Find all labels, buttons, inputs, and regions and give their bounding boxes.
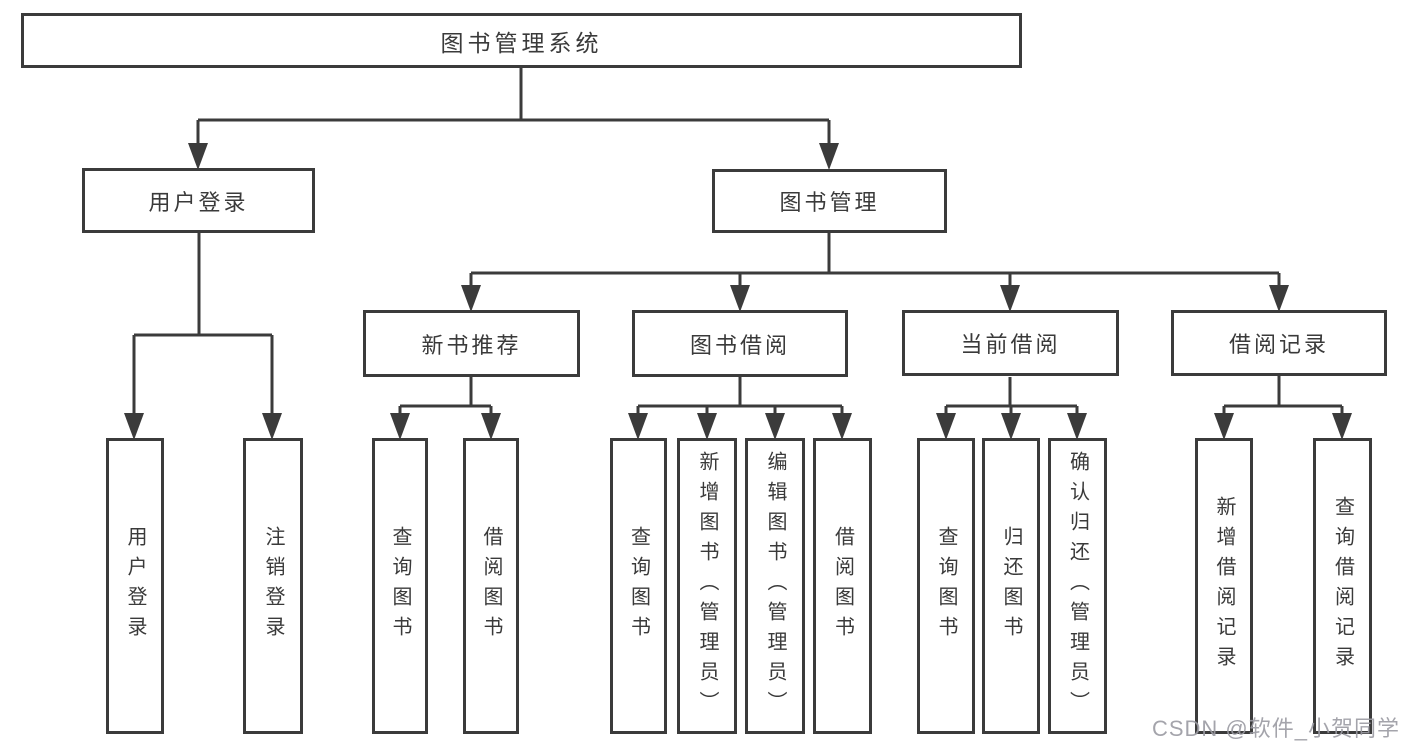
- node-leaf-return-books: 归还图书: [982, 438, 1040, 734]
- node-leaf-query-borrow-record-label: 查询借阅记录: [1331, 496, 1354, 676]
- node-current-borrow: 当前借阅: [902, 310, 1119, 376]
- node-leaf-edit-books-admin-label: 编辑图书（管理员）: [764, 451, 786, 721]
- node-leaf-borrow-books-recommend: 借阅图书: [463, 438, 519, 734]
- node-leaf-confirm-return-admin: 确认归还（管理员）: [1048, 438, 1107, 734]
- node-borrow-records: 借阅记录: [1171, 310, 1387, 376]
- node-leaf-add-books-admin-label: 新增图书（管理员）: [696, 451, 718, 721]
- node-leaf-query-books-borrow-label: 查询图书: [627, 526, 650, 646]
- node-book-management-label: 图书管理: [779, 190, 880, 215]
- node-leaf-query-books-current: 查询图书: [917, 438, 975, 734]
- node-leaf-query-books-recommend: 查询图书: [372, 438, 428, 734]
- node-new-book-recommend: 新书推荐: [363, 310, 580, 377]
- node-leaf-user-login-label: 用户登录: [124, 526, 146, 646]
- connector-current-borrow-to-leaves: [936, 377, 1087, 440]
- connector-book-borrow-to-leaves: [628, 377, 852, 440]
- node-library-system-label: 图书管理系统: [440, 29, 603, 56]
- connector-new-book-to-leaves: [390, 377, 501, 440]
- node-leaf-query-books-current-label: 查询图书: [935, 526, 957, 646]
- node-book-borrow-label: 图书借阅: [689, 332, 790, 358]
- node-leaf-logout-label: 注销登录: [262, 526, 284, 646]
- node-leaf-borrow-books-label: 借阅图书: [831, 526, 854, 646]
- node-leaf-return-books-label: 归还图书: [1000, 526, 1022, 646]
- node-book-management: 图书管理: [712, 169, 947, 233]
- node-leaf-query-books-borrow: 查询图书: [610, 438, 667, 734]
- connector-user-login-to-leaves: [124, 232, 282, 440]
- node-leaf-add-borrow-record: 新增借阅记录: [1195, 438, 1253, 734]
- node-library-system: 图书管理系统: [21, 13, 1022, 68]
- node-leaf-add-borrow-record-label: 新增借阅记录: [1213, 496, 1235, 676]
- node-leaf-user-login: 用户登录: [106, 438, 164, 734]
- node-leaf-confirm-return-admin-label: 确认归还（管理员）: [1066, 451, 1089, 721]
- node-leaf-edit-books-admin: 编辑图书（管理员）: [745, 438, 805, 734]
- connector-borrow-records-to-leaves: [1214, 376, 1352, 440]
- node-leaf-borrow-books-recommend-label: 借阅图书: [480, 526, 502, 646]
- node-leaf-query-books-recommend-label: 查询图书: [389, 526, 411, 646]
- node-leaf-borrow-books: 借阅图书: [813, 438, 872, 734]
- node-leaf-query-borrow-record: 查询借阅记录: [1313, 438, 1372, 734]
- node-borrow-records-label: 借阅记录: [1228, 332, 1329, 357]
- node-new-book-recommend-label: 新书推荐: [421, 332, 522, 358]
- connector-root-to-level2: [188, 65, 839, 170]
- node-leaf-logout: 注销登录: [243, 438, 303, 734]
- connector-book-management-to-level3: [461, 233, 1289, 312]
- node-leaf-add-books-admin: 新增图书（管理员）: [677, 438, 737, 734]
- node-user-login-label: 用户登录: [148, 189, 249, 215]
- node-current-borrow-label: 当前借阅: [960, 332, 1061, 357]
- node-book-borrow: 图书借阅: [632, 310, 848, 377]
- node-user-login: 用户登录: [82, 168, 315, 233]
